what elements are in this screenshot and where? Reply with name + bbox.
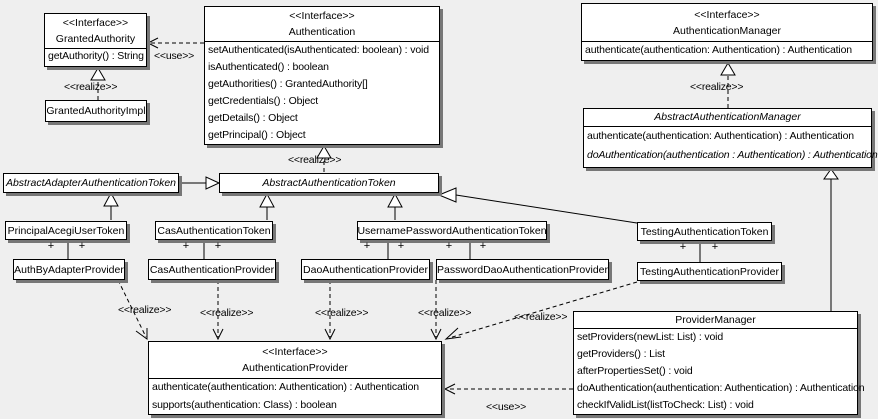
class-granted-authority: <<Interface>> GrantedAuthority getAuthor… (44, 13, 147, 67)
class-name: AuthenticationManager (673, 24, 781, 37)
realize-label: <<realize>> (315, 307, 369, 319)
method: afterPropertiesSet() : void (577, 365, 693, 377)
class-name: PrincipalAcegiUserToken (7, 224, 125, 237)
stereotype-label: <<Interface>> (262, 346, 328, 358)
use-label: <<use>> (154, 50, 195, 62)
class-authentication: <<Interface>> Authentication setAuthenti… (204, 6, 440, 145)
class-name: CasAuthenticationToken (157, 224, 271, 237)
method: setAuthenticated(isAuthenticated: boolea… (208, 44, 429, 56)
class-name: AbstractAuthenticationManager (654, 111, 801, 123)
stereotype-label: <<Interface>> (62, 17, 129, 29)
method: getAuthorities() : GrantedAuthority[] (208, 78, 368, 90)
class-authentication-provider: <<Interface>> AuthenticationProvider aut… (148, 341, 442, 415)
multiplicity-label: + (711, 241, 719, 253)
stereotype-label: <<Interface>> (694, 8, 760, 21)
class-abstract-authentication-manager: AbstractAuthenticationManager authentica… (583, 108, 878, 168)
class-granted-authority-impl: GrantedAuthorityImpl (45, 100, 147, 122)
class-abstract-adapter-authentication-token: AbstractAdapterAuthenticationToken (3, 173, 179, 193)
multiplicity-label: + (182, 240, 190, 252)
method: getCredentials() : Object (208, 95, 319, 107)
class-auth-by-adapter-provider: AuthByAdapterProvider (13, 259, 125, 280)
class-name: AbstractAdapterAuthenticationToken (5, 177, 177, 189)
method: getDetails() : Object (208, 112, 298, 124)
class-name: AuthenticationProvider (242, 362, 348, 374)
class-testing-authentication-provider: TestingAuthenticationProvider (637, 262, 782, 281)
method: supports(authentication: Class) : boolea… (152, 398, 337, 411)
realize-label: <<realize>> (118, 304, 172, 316)
class-cas-authentication-token: CasAuthenticationToken (155, 221, 273, 240)
method: doAuthentication(authentication : Authen… (587, 149, 878, 161)
class-password-dao-authentication-provider: PasswordDaoAuthenticationProvider (436, 259, 609, 280)
realize-label: <<realize>> (200, 307, 254, 319)
class-name: Authentication (288, 26, 356, 38)
class-cas-authentication-provider: CasAuthenticationProvider (148, 259, 276, 280)
method: authenticate(authentication: Authenticat… (585, 44, 852, 56)
class-abstract-authentication-token: AbstractAuthenticationToken (219, 173, 439, 193)
multiplicity-label: + (445, 240, 453, 252)
class-dao-authentication-provider: DaoAuthenticationProvider (301, 259, 430, 280)
multiplicity-label: + (397, 240, 405, 252)
class-name: ProviderManager (675, 314, 756, 326)
class-name: UsernamePasswordAuthenticationToken (357, 224, 547, 237)
multiplicity-label: + (363, 240, 371, 252)
class-provider-manager: ProviderManager setProviders(newList: Li… (573, 311, 865, 415)
class-name: TestingAuthenticationProvider (640, 265, 779, 278)
class-name: AuthByAdapterProvider (14, 263, 124, 276)
class-principal-acegi-user-token: PrincipalAcegiUserToken (5, 221, 127, 240)
method: getPrincipal() : Object (208, 129, 306, 141)
method: getAuthority() : String (48, 50, 144, 62)
method: isAuthenticated() : boolean (208, 61, 329, 73)
class-username-password-authentication-token: UsernamePasswordAuthenticationToken (357, 221, 547, 240)
class-name: DaoAuthenticationProvider (303, 263, 428, 276)
multiplicity-label: + (214, 240, 222, 252)
method: doAuthentication(authentication: Authent… (577, 382, 865, 394)
class-name: GrantedAuthorityImpl (46, 105, 146, 117)
class-testing-authentication-token: TestingAuthenticationToken (637, 222, 772, 241)
realize-label: <<realize>> (64, 81, 118, 93)
class-name: GrantedAuthority (55, 33, 136, 45)
class-name: AbstractAuthenticationToken (262, 177, 396, 189)
method: authenticate(authentication: Authenticat… (152, 381, 419, 393)
realize-label: <<realize>> (514, 311, 568, 323)
realize-label: <<realize>> (690, 81, 744, 93)
method: getProviders() : List (577, 348, 665, 360)
multiplicity-label: + (679, 241, 687, 253)
method: authenticate(authentication: Authenticat… (587, 130, 854, 142)
method: setProviders(newList: List) : void (577, 331, 724, 343)
multiplicity-label: + (78, 240, 86, 252)
class-name: PasswordDaoAuthenticationProvider (437, 263, 609, 276)
multiplicity-label: + (479, 240, 487, 252)
class-name: CasAuthenticationProvider (149, 263, 275, 276)
stereotype-label: <<Interface>> (289, 10, 355, 22)
class-authentication-manager: <<Interface>> AuthenticationManager auth… (581, 3, 873, 61)
class-name: TestingAuthenticationToken (640, 225, 769, 238)
multiplicity-label: + (47, 240, 55, 252)
method: checkIfValidList(listToCheck: List) : vo… (577, 399, 754, 411)
realize-label: <<realize>> (288, 154, 342, 166)
use-label: <<use>> (486, 401, 527, 413)
realize-label: <<realize>> (418, 307, 472, 319)
